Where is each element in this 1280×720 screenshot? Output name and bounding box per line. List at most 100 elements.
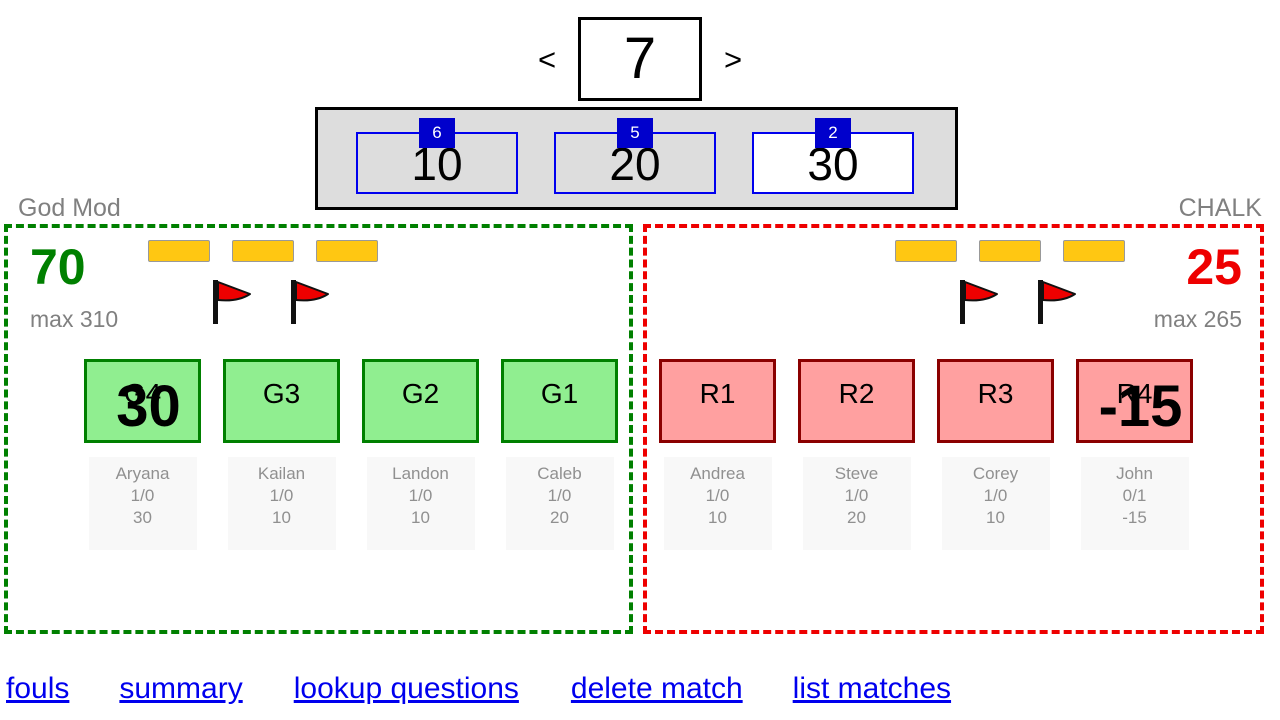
player-button-r1[interactable]: R1 <box>659 359 776 443</box>
red-flag-icon[interactable] <box>1035 278 1081 326</box>
player-slot-label: R4 <box>1116 378 1153 409</box>
next-round-button[interactable]: > <box>723 41 743 77</box>
team-max-left: max 310 <box>30 306 119 332</box>
player-name: John <box>1116 464 1153 483</box>
yellow-card-icon[interactable] <box>316 240 378 262</box>
player-points: -15 <box>1122 507 1147 527</box>
player-name: Corey <box>972 464 1019 483</box>
player-slot-label: R1 <box>699 378 736 409</box>
player-button-g1[interactable]: G1 <box>501 359 618 443</box>
yellow-card-icon[interactable] <box>1063 240 1125 262</box>
link-list-matches[interactable]: list matches <box>792 672 952 705</box>
player-name: Steve <box>834 464 879 483</box>
player-info-g3: Kailan 1/0 10 <box>227 457 336 551</box>
player-column: R2 Steve 1/0 20 <box>798 359 915 551</box>
player-points: 20 <box>847 507 866 527</box>
score-value-button-20[interactable]: 5 20 <box>554 118 716 194</box>
player-points: 30 <box>133 507 152 527</box>
player-points: 10 <box>411 507 430 527</box>
player-ratio: 1/0 <box>130 485 155 505</box>
player-grid-left: G4 30 Aryana 1/0 30 G3 Kailan 1/0 10 G2 <box>84 359 618 551</box>
score-value-badge-20: 5 <box>617 118 653 148</box>
link-lookup-questions[interactable]: lookup questions <box>293 672 519 705</box>
player-name: Andrea <box>690 464 745 483</box>
link-fouls[interactable]: fouls <box>6 672 70 705</box>
player-name: Aryana <box>115 464 170 483</box>
team-panel-left: 70 max 310 G4 30 Aryana <box>4 224 633 634</box>
player-points: 10 <box>708 507 727 527</box>
link-delete-match[interactable]: delete match <box>570 672 743 705</box>
player-ratio: 1/0 <box>705 485 730 505</box>
score-value-label-30: 30 <box>807 138 859 190</box>
player-column: R3 Corey 1/0 10 <box>937 359 1054 551</box>
player-ratio: 1/0 <box>547 485 572 505</box>
player-slot-label: R3 <box>977 378 1014 409</box>
player-column: G2 Landon 1/0 10 <box>362 359 479 551</box>
player-slot-label: R2 <box>838 378 875 409</box>
player-column: G1 Caleb 1/0 20 <box>501 359 618 551</box>
yellow-card-icon[interactable] <box>979 240 1041 262</box>
player-slot-label: G3 <box>262 378 301 409</box>
team-name-right: CHALK <box>1178 194 1262 222</box>
yellow-card-row-left <box>148 240 378 262</box>
player-info-g2: Landon 1/0 10 <box>366 457 475 551</box>
red-flag-row-right <box>957 278 1081 326</box>
player-name: Kailan <box>257 464 306 483</box>
score-value-selector: 6 10 5 20 2 30 <box>315 107 958 210</box>
round-number-value: 7 <box>623 26 657 91</box>
player-info-g4: Aryana 1/0 30 <box>88 457 197 551</box>
round-navigator: < 7 > <box>0 14 1280 104</box>
score-value-button-30[interactable]: 2 30 <box>752 118 914 194</box>
player-name: Caleb <box>537 464 582 483</box>
player-info-g1: Caleb 1/0 20 <box>505 457 614 551</box>
player-info-r3: Corey 1/0 10 <box>941 457 1050 551</box>
yellow-card-icon[interactable] <box>232 240 294 262</box>
player-ratio: 0/1 <box>1122 485 1147 505</box>
player-button-g4[interactable]: G4 30 <box>84 359 201 443</box>
team-name-left: God Mod <box>18 194 121 222</box>
team-score-right: 25 <box>1186 239 1242 295</box>
player-ratio: 1/0 <box>408 485 433 505</box>
player-grid-right: R1 Andrea 1/0 10 R2 Steve 1/0 20 R3 <box>659 359 1193 551</box>
player-ratio: 1/0 <box>983 485 1008 505</box>
round-number-box[interactable]: 7 <box>578 17 702 101</box>
bottom-link-bar: fouls summary lookup questions delete ma… <box>0 672 1280 706</box>
yellow-card-icon[interactable] <box>148 240 210 262</box>
link-summary[interactable]: summary <box>119 672 243 705</box>
score-value-button-10[interactable]: 6 10 <box>356 118 518 194</box>
score-value-label-10: 10 <box>411 138 463 190</box>
player-button-g2[interactable]: G2 <box>362 359 479 443</box>
player-button-r2[interactable]: R2 <box>798 359 915 443</box>
red-flag-icon[interactable] <box>957 278 1003 326</box>
player-button-r3[interactable]: R3 <box>937 359 1054 443</box>
score-value-badge-30: 2 <box>815 118 851 148</box>
team-max-right: max 265 <box>1153 306 1242 332</box>
player-points: 20 <box>550 507 569 527</box>
player-points: 10 <box>272 507 291 527</box>
player-button-g3[interactable]: G3 <box>223 359 340 443</box>
player-column: G3 Kailan 1/0 10 <box>223 359 340 551</box>
yellow-card-row-right <box>895 240 1125 262</box>
player-ratio: 1/0 <box>844 485 869 505</box>
player-slot-label: G1 <box>540 378 579 409</box>
score-value-label-20: 20 <box>609 138 661 190</box>
player-info-r4: John 0/1 -15 <box>1080 457 1189 551</box>
previous-round-button[interactable]: < <box>537 41 557 77</box>
player-slot-label: G4 <box>123 378 162 409</box>
player-info-r2: Steve 1/0 20 <box>802 457 911 551</box>
score-value-badge-10: 6 <box>419 118 455 148</box>
player-info-r1: Andrea 1/0 10 <box>663 457 772 551</box>
player-name: Landon <box>392 464 449 483</box>
red-flag-icon[interactable] <box>210 278 256 326</box>
player-column: G4 30 Aryana 1/0 30 <box>84 359 201 551</box>
red-flag-icon[interactable] <box>288 278 334 326</box>
yellow-card-icon[interactable] <box>895 240 957 262</box>
team-score-left: 70 <box>30 239 86 295</box>
red-flag-row-left <box>210 278 334 326</box>
player-button-r4[interactable]: R4 -15 <box>1076 359 1193 443</box>
team-panel-right: 25 max 265 R1 Andrea 1/0 <box>643 224 1264 634</box>
player-column: R1 Andrea 1/0 10 <box>659 359 776 551</box>
player-points: 10 <box>986 507 1005 527</box>
player-slot-label: G2 <box>401 378 440 409</box>
player-column: R4 -15 John 0/1 -15 <box>1076 359 1193 551</box>
